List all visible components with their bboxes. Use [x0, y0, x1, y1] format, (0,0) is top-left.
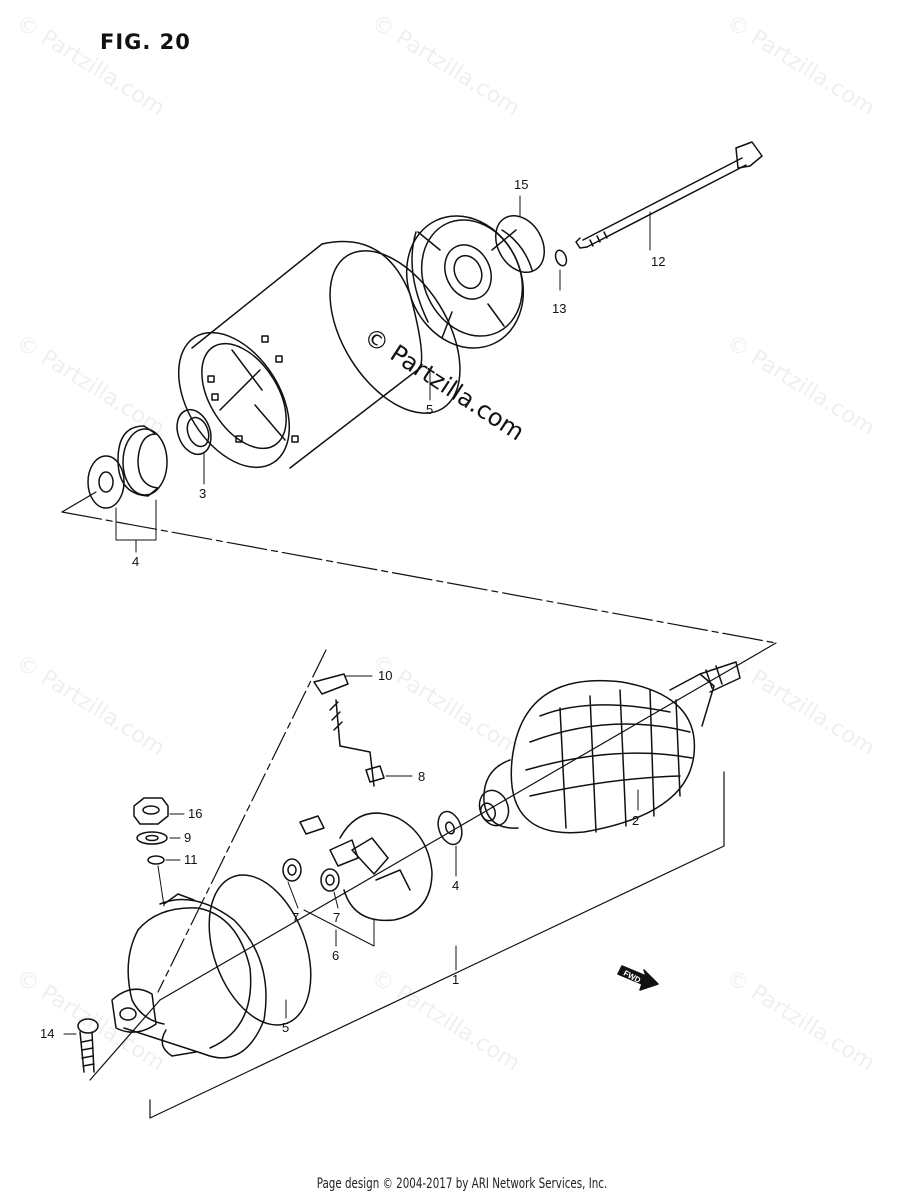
- nut-16: [133, 797, 169, 825]
- callout-1: 1: [452, 972, 459, 987]
- callout-4-bottom: 4: [452, 878, 459, 893]
- callout-14: 14: [40, 1026, 54, 1041]
- brush-springs-7: [282, 858, 340, 892]
- washer-13: [554, 249, 568, 267]
- callout-5-top: 5: [426, 402, 433, 417]
- o-ring-15: [495, 215, 545, 273]
- fwd-arrow-icon: [617, 965, 659, 991]
- brush-8: [329, 699, 385, 787]
- front-end-cover: [111, 865, 267, 1059]
- figure-title: FIG. 20: [100, 30, 191, 54]
- callout-12: 12: [651, 254, 665, 269]
- washer-9: [136, 831, 168, 845]
- callout-4-top: 4: [132, 554, 139, 569]
- thrust-washers-4-top: [87, 425, 168, 509]
- brush-holder-6: [299, 812, 433, 922]
- rear-cover: [405, 215, 533, 349]
- callout-11: 11: [184, 852, 198, 867]
- callout-2: 2: [632, 813, 639, 828]
- screw-14: [77, 1018, 99, 1073]
- callout-16: 16: [188, 806, 202, 821]
- callout-15: 15: [514, 177, 528, 192]
- assembly-phantom-lines: [61, 491, 777, 1119]
- brush-clip-10: [313, 673, 349, 695]
- through-bolt: [575, 141, 763, 249]
- callout-5-bottom: 5: [282, 1020, 289, 1035]
- callout-7-right: 7: [333, 910, 340, 925]
- callout-3: 3: [199, 486, 206, 501]
- callout-8: 8: [418, 769, 425, 784]
- leader-lines-bottom: [63, 675, 639, 1035]
- armature: [478, 661, 741, 834]
- callout-13: 13: [552, 301, 566, 316]
- footer-copyright: Page design © 2004-2017 by ARI Network S…: [316, 1176, 608, 1192]
- oil-seal-3: [176, 408, 212, 456]
- leader-lines-top: [115, 195, 651, 553]
- callout-6: 6: [332, 948, 339, 963]
- callout-9: 9: [184, 830, 191, 845]
- washer-4-bottom: [437, 810, 463, 846]
- washer-11: [147, 855, 165, 865]
- callout-7-left: 7: [292, 910, 299, 925]
- o-ring-5-top: [329, 250, 461, 414]
- yoke-housing: [177, 240, 423, 469]
- o-ring-5-bottom: [208, 874, 312, 1026]
- callout-10: 10: [378, 668, 392, 683]
